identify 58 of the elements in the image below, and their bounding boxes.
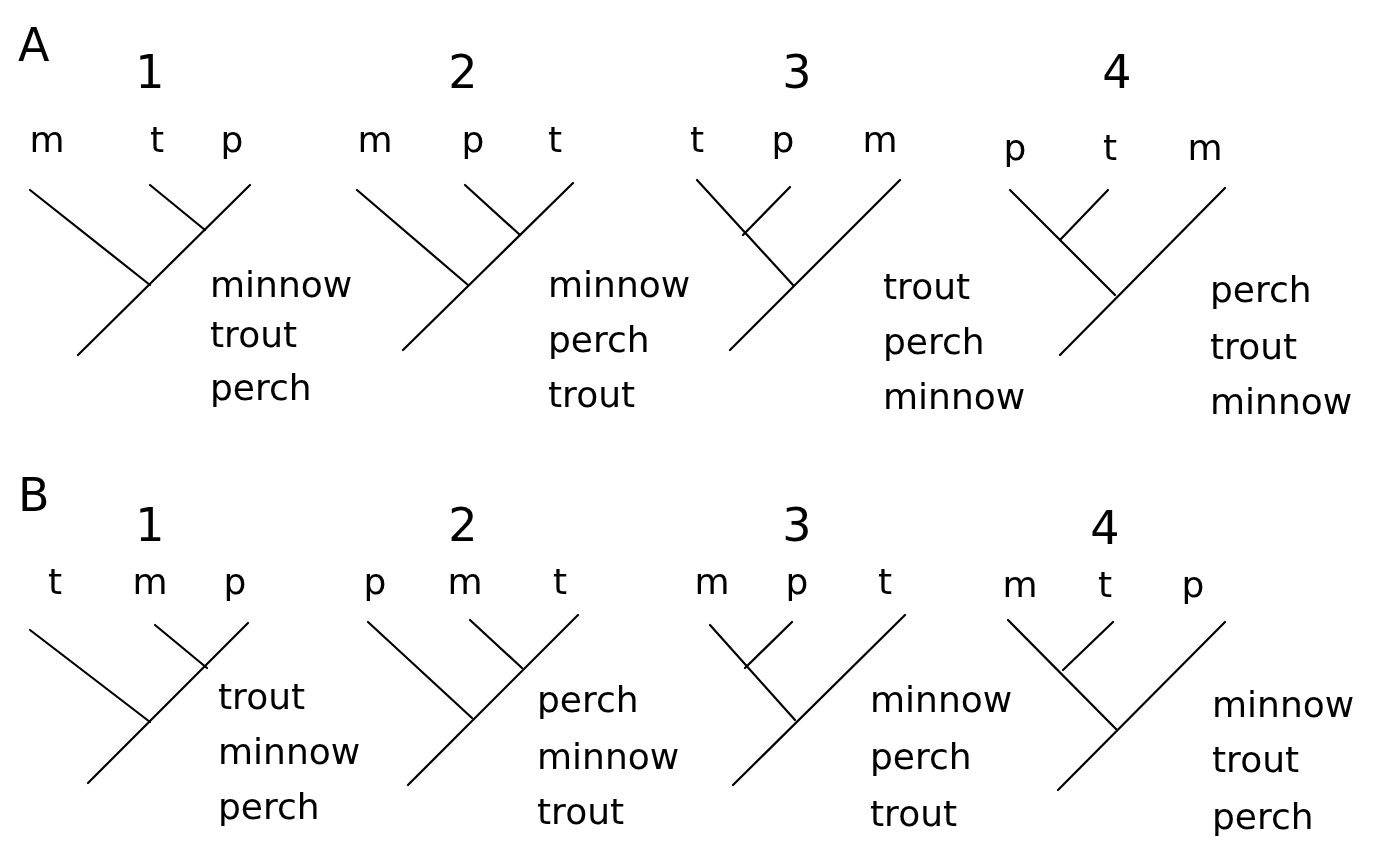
taxon-letter: p bbox=[363, 564, 387, 600]
taxon-name: trout bbox=[883, 269, 971, 305]
taxon-letter: m bbox=[1187, 130, 1223, 166]
tree-number: 2 bbox=[448, 49, 478, 95]
tree-number: 2 bbox=[448, 502, 478, 548]
taxon-name: trout bbox=[548, 377, 636, 413]
taxon-letter: m bbox=[447, 564, 483, 600]
taxon-name: perch bbox=[870, 739, 972, 775]
panel-label: A bbox=[18, 22, 50, 68]
taxon-name: trout bbox=[1210, 329, 1298, 365]
taxon-letter: p bbox=[1003, 130, 1027, 166]
taxon-name: minnow bbox=[1210, 384, 1353, 420]
taxon-letter: t bbox=[552, 564, 568, 600]
taxon-letter: p bbox=[220, 122, 244, 158]
taxon-letter: m bbox=[694, 564, 730, 600]
tree-number: 3 bbox=[782, 502, 812, 548]
taxon-name: minnow bbox=[210, 267, 353, 303]
taxon-letter: t bbox=[1097, 567, 1113, 603]
taxon-name: trout bbox=[218, 679, 306, 715]
taxon-name: trout bbox=[210, 317, 298, 353]
taxon-name: minnow bbox=[548, 267, 691, 303]
tree-number: 4 bbox=[1090, 505, 1120, 551]
taxon-name: perch bbox=[1210, 272, 1312, 308]
tree-number: 4 bbox=[1102, 49, 1132, 95]
taxon-name: perch bbox=[883, 324, 985, 360]
taxon-name: perch bbox=[210, 370, 312, 406]
taxon-letter: t bbox=[877, 564, 893, 600]
tree-number: 1 bbox=[135, 502, 165, 548]
taxon-name: perch bbox=[548, 322, 650, 358]
taxon-letter: m bbox=[1002, 567, 1038, 603]
taxon-letter: t bbox=[689, 122, 705, 158]
taxon-letter: t bbox=[547, 122, 563, 158]
taxon-name: minnow bbox=[537, 739, 680, 775]
taxon-name: trout bbox=[870, 796, 958, 832]
taxon-name: minnow bbox=[218, 734, 361, 770]
panel-label: B bbox=[18, 472, 50, 518]
taxon-letter: m bbox=[132, 564, 168, 600]
taxon-letter: p bbox=[1181, 567, 1205, 603]
taxon-name: minnow bbox=[883, 379, 1026, 415]
taxon-letter: p bbox=[223, 564, 247, 600]
taxon-letter: p bbox=[785, 564, 809, 600]
taxon-letter: p bbox=[461, 122, 485, 158]
taxon-letter: m bbox=[29, 122, 65, 158]
taxon-name: trout bbox=[537, 794, 625, 830]
taxon-name: minnow bbox=[870, 682, 1013, 718]
taxon-name: minnow bbox=[1212, 687, 1355, 723]
taxon-name: perch bbox=[537, 682, 639, 718]
taxon-letter: m bbox=[357, 122, 393, 158]
taxon-name: perch bbox=[218, 789, 320, 825]
taxon-name: perch bbox=[1212, 799, 1314, 835]
taxon-letter: t bbox=[149, 122, 165, 158]
taxon-letter: p bbox=[771, 122, 795, 158]
tree-number: 3 bbox=[782, 49, 812, 95]
taxon-letter: m bbox=[862, 122, 898, 158]
taxon-letter: t bbox=[47, 564, 63, 600]
taxon-name: trout bbox=[1212, 742, 1300, 778]
tree-number: 1 bbox=[135, 49, 165, 95]
taxon-letter: t bbox=[1102, 130, 1118, 166]
